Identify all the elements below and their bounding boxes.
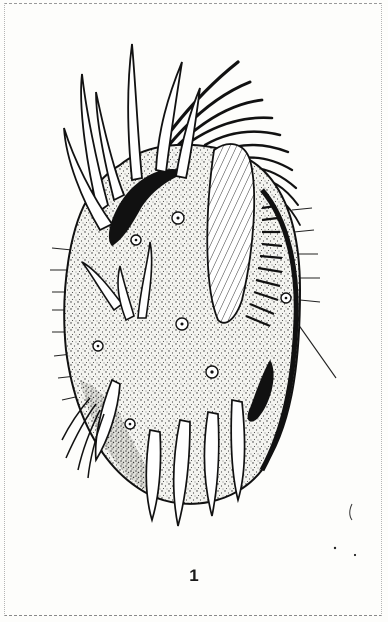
figure-caption: 1 (0, 566, 388, 586)
stray-marks (334, 504, 356, 556)
